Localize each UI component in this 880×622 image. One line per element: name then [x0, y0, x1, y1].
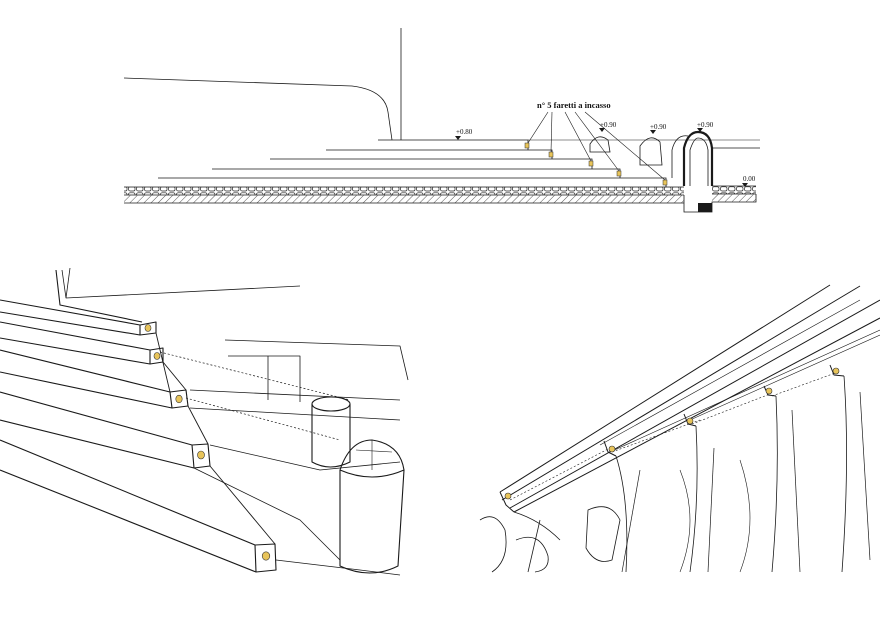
- step-2: [326, 149, 553, 159]
- step-light-l4: [197, 450, 205, 460]
- step-light-r4: [765, 387, 773, 395]
- step-light-l5: [261, 551, 271, 561]
- step-light-l1: [144, 324, 152, 332]
- elevation-label-3: +0.90: [650, 123, 667, 131]
- shell-2: [639, 137, 663, 166]
- ground-hatch: [124, 195, 684, 203]
- step-lights-left: [144, 324, 271, 561]
- step-light-l3: [175, 394, 183, 404]
- shell-3: [671, 135, 689, 178]
- step-4: [212, 168, 621, 178]
- step-5: [158, 177, 667, 187]
- arch-column: [682, 130, 714, 186]
- perspective-sketch-right: [479, 284, 880, 573]
- step-light-r5: [832, 367, 840, 375]
- step-light-r1: [504, 492, 512, 500]
- elevation-label-5: 0.00: [743, 175, 756, 183]
- perspective-sketch-left: [0, 267, 409, 576]
- step-light-l2: [153, 352, 161, 360]
- elevation-label-4: +0.90: [697, 121, 714, 129]
- elevation-label-2: +0.90: [600, 121, 617, 129]
- section-drawing: [123, 28, 760, 213]
- step-lights-right: [504, 367, 840, 500]
- callout-label: n° 5 faretti a incasso: [537, 100, 611, 110]
- cylinder-large: [339, 469, 405, 574]
- recessed-light-4: [616, 170, 622, 177]
- recessed-light-3: [588, 160, 594, 167]
- recessed-light-1: [524, 142, 530, 149]
- backdrop-curve: [123, 77, 393, 141]
- cylinder-small: [311, 404, 351, 468]
- step-light-r2: [608, 445, 616, 453]
- shell-1: [589, 136, 611, 153]
- step-light-r3: [686, 417, 694, 425]
- step-3: [270, 158, 593, 169]
- step-1: [378, 139, 529, 150]
- recessed-light-2: [548, 151, 554, 158]
- elevation-label-1: +0.80: [456, 128, 473, 136]
- recessed-light-5: [662, 179, 668, 186]
- ground-pebbles: [124, 187, 684, 195]
